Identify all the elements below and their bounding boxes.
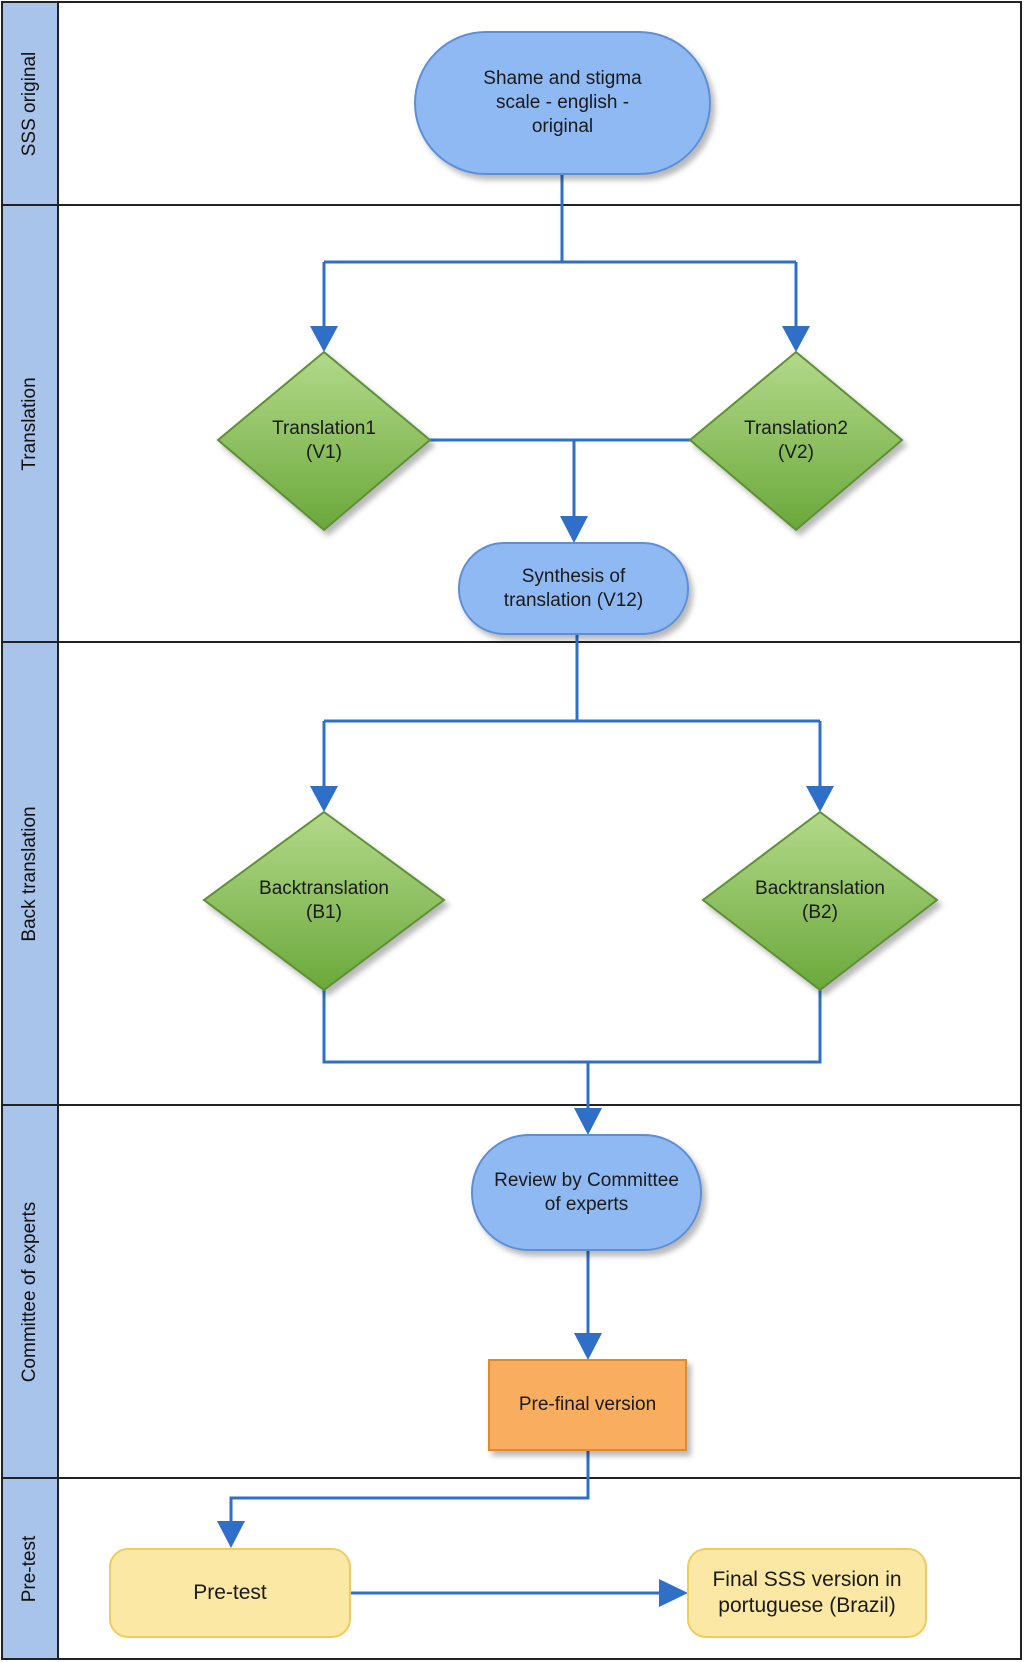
- text-line: Final SSS version in: [712, 1568, 902, 1591]
- committee-review-label: Review by Committee of experts: [472, 1135, 701, 1250]
- connector-prefinal-pretest: [229, 1450, 590, 1525]
- text-line: of experts: [544, 1193, 629, 1215]
- lane-divider: [2, 1104, 1022, 1106]
- original-scale-label: Shame and stigma scale - english - origi…: [415, 32, 710, 174]
- text-line: Pre-test: [193, 1581, 267, 1604]
- translation1-node: [216, 350, 432, 532]
- text-line: (V1): [306, 442, 342, 463]
- text-line: Synthesis of: [521, 565, 626, 587]
- arrowhead-icon: [560, 516, 588, 543]
- backtranslation2-node: [701, 810, 939, 992]
- lane-label-committee: Committee of experts: [2, 1105, 59, 1478]
- prefinal-version-node: [488, 1359, 687, 1451]
- lane-divider: [2, 641, 1022, 643]
- text-line: Backtranslation: [259, 878, 389, 899]
- synthesis-node: [458, 542, 689, 635]
- backtranslation1-node: [202, 810, 446, 992]
- arrowhead-icon: [659, 1579, 688, 1607]
- committee-review-node: [471, 1134, 702, 1251]
- final-version-node: [687, 1548, 927, 1638]
- prefinal-version-label: Pre-final version: [489, 1360, 686, 1450]
- text-line: Shame and stigma: [483, 68, 642, 89]
- text-line: Pre-final version: [518, 1394, 657, 1415]
- connector-translations-merge: [430, 438, 690, 520]
- synthesis-label: Synthesis of translation (V12): [459, 543, 688, 634]
- text-line: Translation2: [744, 418, 848, 439]
- lane-divider: [2, 204, 1022, 206]
- text-line: translation (V12): [503, 589, 644, 611]
- lane-label-back-translation: Back translation: [2, 642, 59, 1105]
- lane-divider: [2, 1477, 1022, 1479]
- lane-label-translation: Translation: [2, 205, 59, 642]
- original-scale-node: [414, 31, 711, 175]
- translation1-label: Translation1 (V1): [218, 352, 430, 530]
- arrowhead-icon: [806, 786, 834, 812]
- connector-back-merge: [322, 990, 822, 1108]
- pretest-label: Pre-test: [110, 1549, 350, 1637]
- backtranslation1-label: Backtranslation (B1): [204, 812, 444, 990]
- backtranslation2-label: Backtranslation (B2): [703, 812, 937, 990]
- text-line: (B2): [802, 902, 838, 923]
- text-line: (B1): [306, 902, 342, 923]
- text-line: portuguese (Brazil): [718, 1594, 896, 1617]
- text-line: scale - english -: [495, 92, 630, 113]
- text-line: Backtranslation: [755, 878, 885, 899]
- connector-original-split: [322, 174, 798, 330]
- arrowhead-icon: [310, 786, 338, 812]
- arrowhead-icon: [310, 326, 338, 352]
- text-line: (V2): [778, 442, 814, 463]
- text-line: original: [531, 116, 594, 137]
- translation2-label: Translation2 (V2): [690, 352, 902, 530]
- lane-label-sss-original: SSS original: [2, 2, 59, 205]
- arrowhead-icon: [574, 1333, 602, 1360]
- arrowhead-icon: [574, 1108, 602, 1135]
- connector-synthesis-split: [322, 634, 822, 790]
- arrowhead-icon: [782, 326, 810, 352]
- arrowhead-icon: [217, 1521, 245, 1548]
- text-line: Review by Committee: [494, 1169, 679, 1191]
- translation2-node: [688, 350, 904, 532]
- lane-label-pre-test: Pre-test: [2, 1478, 59, 1660]
- text-line: Translation1: [272, 418, 376, 439]
- pretest-node: [109, 1548, 351, 1638]
- final-version-label: Final SSS version in portuguese (Brazil): [688, 1549, 926, 1637]
